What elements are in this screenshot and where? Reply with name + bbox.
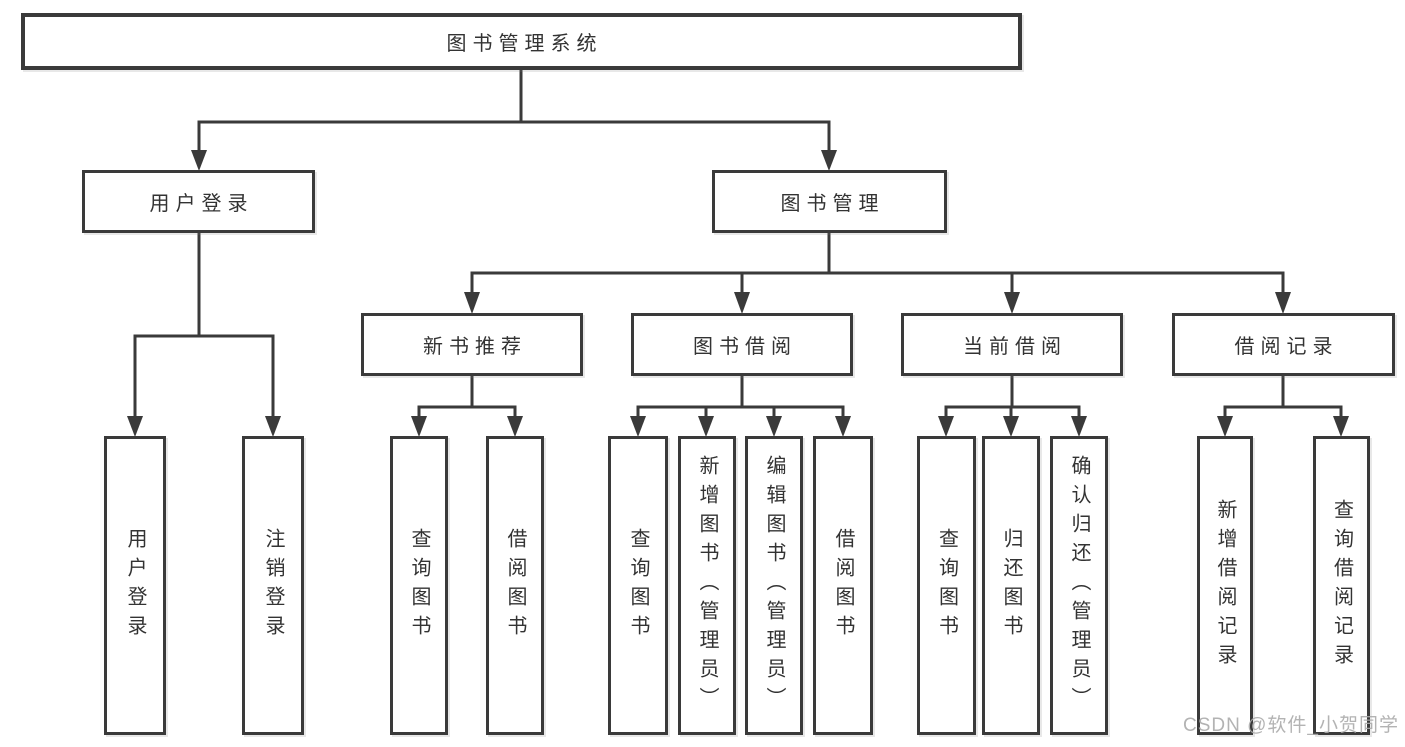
leaf-label: 借阅图书 bbox=[832, 527, 854, 644]
leaf-label: 查询图书 bbox=[627, 527, 649, 644]
leaf-confirm-return-admin: 确认归还（管理员） bbox=[1050, 436, 1108, 735]
leaf-query-borrow-record: 查询借阅记录 bbox=[1313, 436, 1370, 735]
leaf-label: 确认归还（管理员） bbox=[1068, 455, 1090, 716]
leaf-label: 新增借阅记录 bbox=[1214, 498, 1236, 673]
node-label: 图书管理系统 bbox=[446, 33, 603, 55]
leaf-label: 注销登录 bbox=[262, 527, 284, 644]
leaf-label: 归还图书 bbox=[1000, 527, 1022, 644]
leaf-label: 新增图书（管理员） bbox=[696, 455, 718, 716]
node-label: 新书推荐 bbox=[423, 336, 527, 358]
node-book-borrowing: 图书借阅 bbox=[631, 313, 853, 376]
node-library-management-system: 图书管理系统 bbox=[21, 13, 1022, 70]
leaf-user-login: 用户登录 bbox=[104, 436, 166, 735]
leaf-borrow-books-1: 借阅图书 bbox=[486, 436, 544, 735]
leaf-borrow-books-2: 借阅图书 bbox=[813, 436, 873, 735]
node-label: 当前借阅 bbox=[963, 336, 1067, 358]
node-user-login: 用户登录 bbox=[82, 170, 315, 233]
leaf-label: 借阅图书 bbox=[504, 527, 526, 644]
leaf-query-books-3: 查询图书 bbox=[917, 436, 976, 735]
leaf-logout: 注销登录 bbox=[242, 436, 304, 735]
leaf-add-borrow-record: 新增借阅记录 bbox=[1197, 436, 1253, 735]
node-label: 图书借阅 bbox=[693, 336, 797, 358]
node-current-borrowing: 当前借阅 bbox=[901, 313, 1123, 376]
leaf-label: 查询图书 bbox=[408, 527, 430, 644]
node-new-book-recommend: 新书推荐 bbox=[361, 313, 583, 376]
leaf-query-books-1: 查询图书 bbox=[390, 436, 448, 735]
node-label: 借阅记录 bbox=[1234, 336, 1339, 358]
node-label: 图书管理 bbox=[780, 193, 885, 215]
node-label: 用户登录 bbox=[149, 193, 254, 215]
leaf-edit-books-admin: 编辑图书（管理员） bbox=[745, 436, 803, 735]
leaf-return-books: 归还图书 bbox=[982, 436, 1040, 735]
leaf-label: 查询借阅记录 bbox=[1330, 498, 1353, 673]
leaf-label: 查询图书 bbox=[935, 527, 958, 644]
leaf-label: 用户登录 bbox=[124, 527, 146, 644]
node-book-management: 图书管理 bbox=[712, 170, 947, 233]
leaf-query-books-2: 查询图书 bbox=[608, 436, 668, 735]
leaf-label: 编辑图书（管理员） bbox=[763, 455, 785, 716]
leaf-add-books-admin: 新增图书（管理员） bbox=[678, 436, 736, 735]
node-borrow-records: 借阅记录 bbox=[1172, 313, 1395, 376]
